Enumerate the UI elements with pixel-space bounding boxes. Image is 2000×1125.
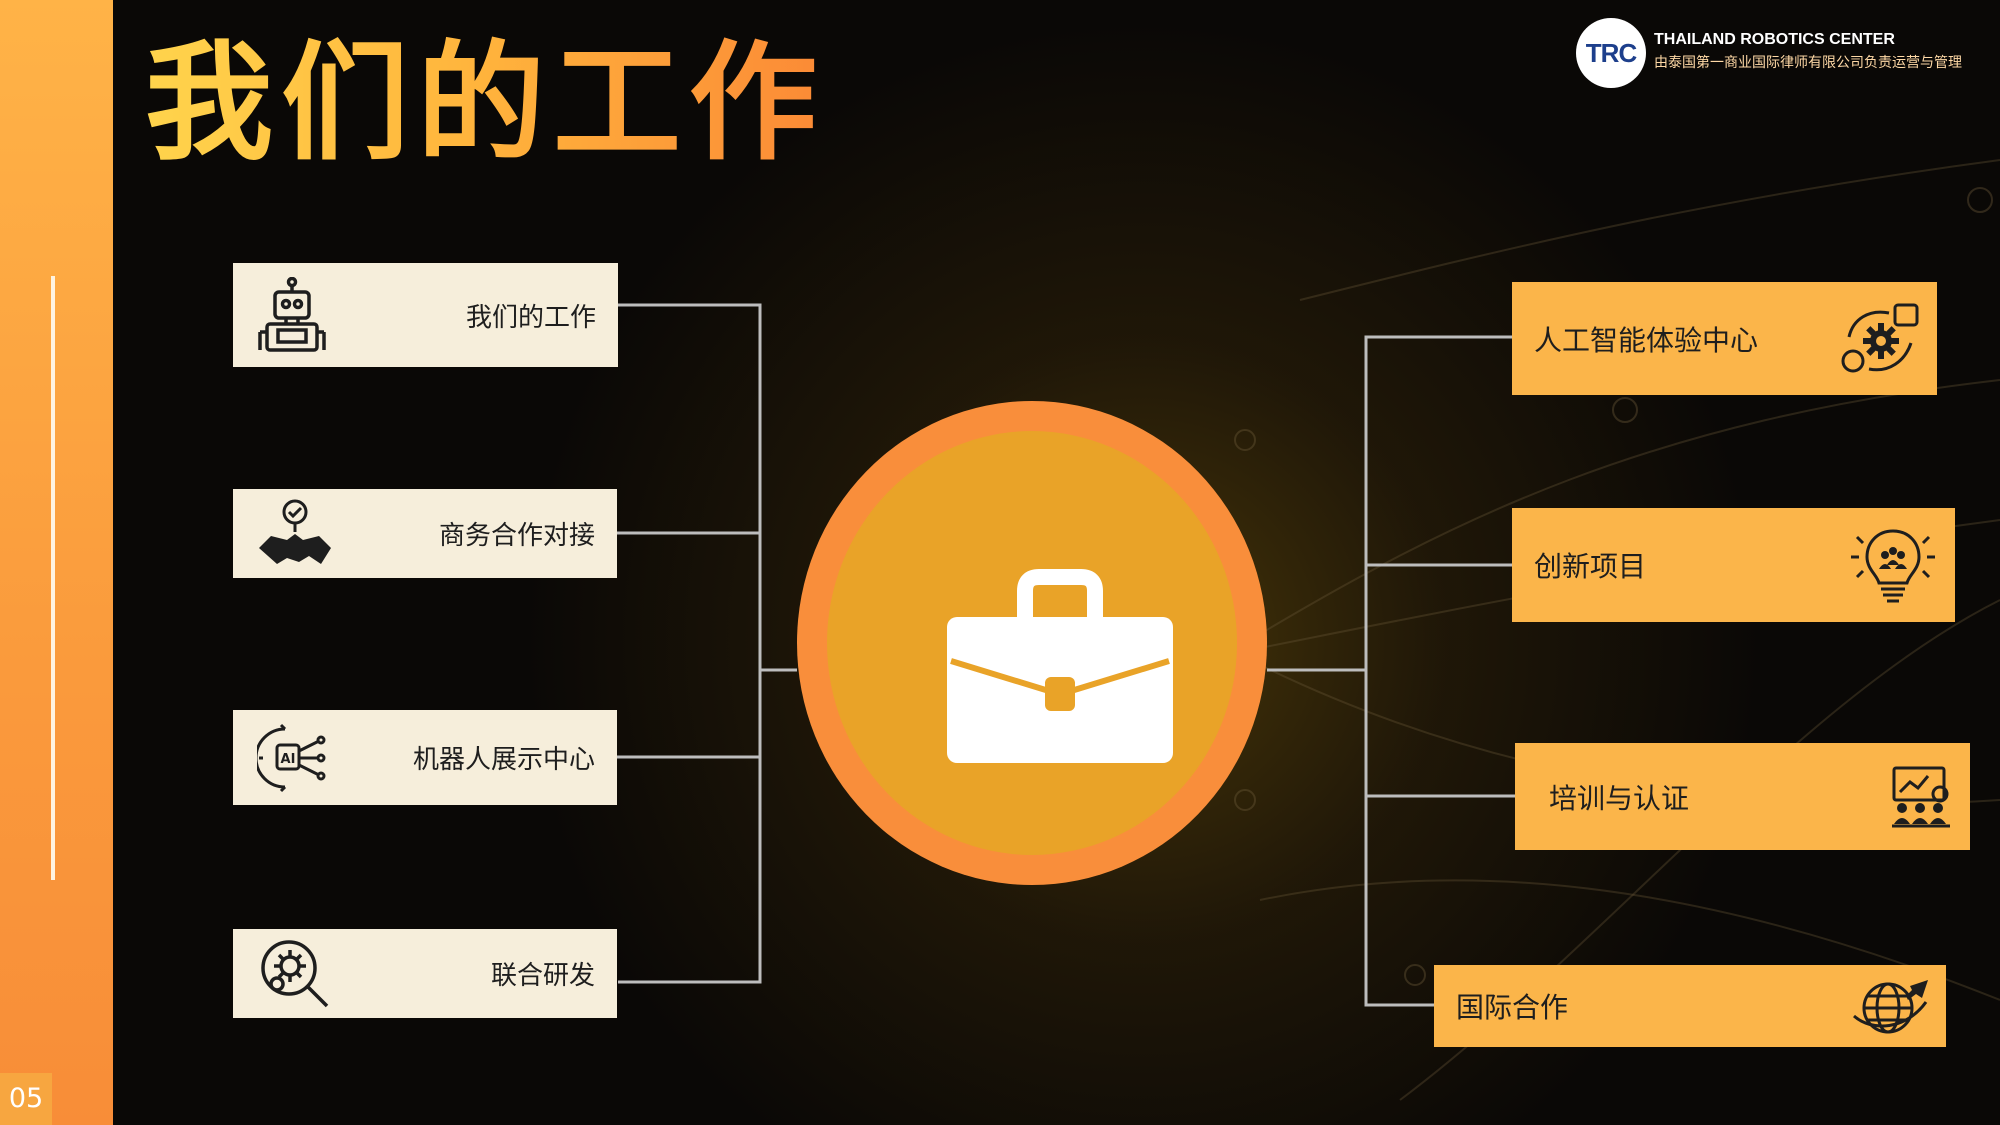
item-label: 机器人展示中心	[412, 745, 595, 775]
item-label: 人工智能体验中心	[1534, 323, 1759, 357]
item-our-work[interactable]: 我们的工作	[233, 263, 618, 367]
globe-plane-icon	[1853, 980, 1928, 1034]
svg-text:AI: AI	[281, 752, 296, 767]
logo-text: TRC	[1585, 37, 1637, 68]
item-label: 培训与认证	[1549, 781, 1690, 815]
item-innovation-projects[interactable]: 创新项目	[1512, 508, 1955, 622]
item-ai-experience-center[interactable]: 人工智能体验中心	[1512, 282, 1937, 395]
page-number: 05	[0, 1073, 52, 1125]
item-joint-rd[interactable]: 联合研发	[233, 929, 617, 1018]
item-label: 创新项目	[1534, 550, 1647, 583]
item-label: 商务合作对接	[438, 521, 595, 551]
item-robot-showcase[interactable]: AI 机器人展示中心	[233, 710, 617, 805]
brand-tagline: 由泰国第一商业国际律师有限公司负责运营与管理	[1654, 55, 1962, 71]
left-accent-bar	[0, 0, 113, 1125]
training-icon	[1892, 766, 1950, 827]
brand-name: THAILAND ROBOTICS CENTER	[1654, 31, 1895, 48]
lightbulb-team-icon	[1851, 529, 1935, 603]
item-international-cooperation[interactable]: 国际合作	[1434, 965, 1946, 1047]
robot-icon	[258, 277, 326, 352]
central-hub	[797, 401, 1267, 885]
gear-cycle-icon	[1841, 303, 1919, 372]
item-label: 国际合作	[1456, 991, 1569, 1024]
item-label: 我们的工作	[465, 302, 596, 333]
sidebar-divider-line	[51, 276, 55, 880]
briefcase-icon	[947, 569, 1173, 763]
page-title: 我们的工作	[145, 29, 826, 178]
item-label: 联合研发	[490, 961, 595, 991]
ai-gear-icon: AI	[257, 723, 326, 792]
item-business-cooperation[interactable]: 商务合作对接	[233, 489, 617, 578]
handshake-icon	[259, 499, 331, 564]
gear-search-icon	[261, 939, 329, 1007]
hub-inner-circle	[827, 431, 1237, 855]
trc-logo: TRC	[1576, 18, 1646, 88]
item-training-certification[interactable]: 培训与认证	[1515, 743, 1970, 850]
